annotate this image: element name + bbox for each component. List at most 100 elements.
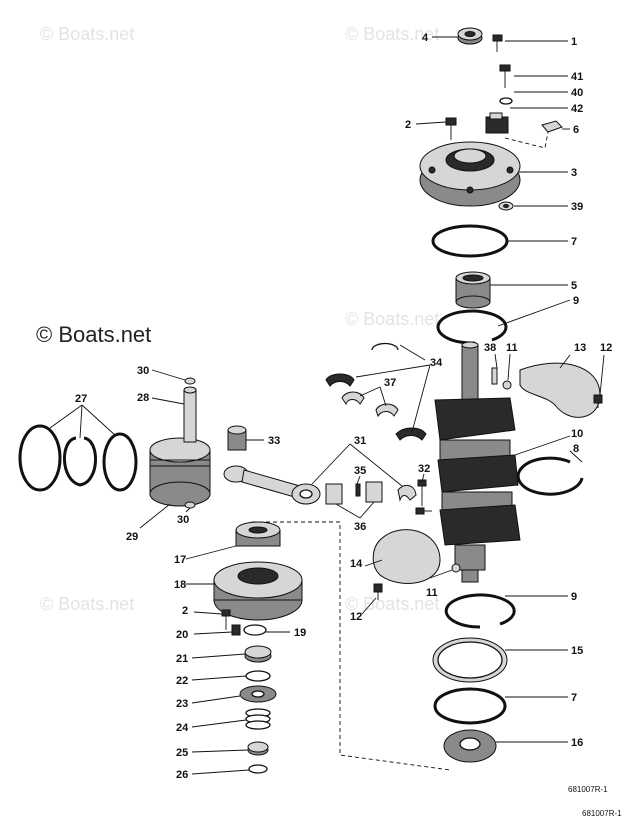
watermark-main: © Boats.net [36,322,151,347]
part-bearing-21 [244,645,272,663]
callout-24: 24 [176,722,189,734]
part-block-42 [485,112,509,134]
part-piston-29 [149,437,211,507]
callout-10: 10 [571,428,583,440]
part-clip-30-top [184,377,196,385]
part-screw-41 [499,64,511,88]
part-pin-38 [491,367,498,385]
part-screw-12-right [593,394,603,408]
watermark-faint: © Boats.net [345,24,439,44]
callout-9-bottom: 9 [571,591,577,603]
callout-3: 3 [571,167,577,179]
lower-right-group [432,593,516,763]
part-retaining-ring-9-top [436,309,508,345]
figure-code: 681007R-1 [568,785,608,794]
callout-31: 31 [354,435,366,447]
callout-2-bottom: 2 [182,605,188,617]
callout-21: 21 [176,653,188,665]
part-cage-37 [341,391,399,418]
part-clip-30-bottom [184,501,196,509]
callout-20: 20 [176,629,188,641]
callout-11-top: 11 [506,342,518,354]
part-screw-2-bottom [221,609,231,630]
crankshaft-group [372,341,603,600]
part-seal-plate-15 [432,637,508,683]
part-bearing-half-34 [325,373,355,387]
watermark-faint: © Boats.net [40,594,134,614]
callout-29: 29 [126,531,138,543]
callout-8: 8 [573,443,579,455]
part-washer-22 [245,670,271,682]
callout-34: 34 [430,357,443,369]
part-lower-housing-18 [213,561,303,621]
callout-23: 23 [176,698,188,710]
part-retaining-ring-9-bottom [444,593,516,629]
part-screw-1 [492,34,503,52]
part-wrist-pin-28 [183,386,197,443]
callout-9-top: 9 [573,295,579,307]
callout-39: 39 [571,201,583,213]
callout-33: 33 [268,435,280,447]
part-ring-19 [243,624,267,636]
callout-26: 26 [176,769,188,781]
part-ball-11-top [502,380,512,390]
callout-12-left: 12 [350,611,362,623]
callout-15: 15 [571,645,583,657]
piston-group [18,377,247,509]
part-bearing-5 [455,271,491,309]
callout-19: 19 [294,627,306,639]
callout-22: 22 [176,675,188,687]
callout-5: 5 [571,280,577,292]
callout-42: 42 [571,103,583,115]
callout-12-right: 12 [600,342,612,354]
part-snap-ring-8 [516,456,584,496]
part-bearing-17 [235,521,281,547]
part-ring-27-c [102,432,138,492]
part-counterweight-13 [519,362,601,418]
part-spring-24 [245,708,271,730]
callout-32: 32 [418,463,430,475]
part-screw-32-lower [415,507,432,515]
watermark-faint: © Boats.net [40,24,134,44]
leader-lines [49,36,605,775]
part-upper-housing-3 [419,141,521,207]
part-screw-2-top [445,117,457,140]
callout-28: 28 [137,392,149,404]
watermark-faint: © Boats.net [345,309,439,329]
lower-left-group [213,521,451,774]
callout-17: 17 [174,554,186,566]
callout-25: 25 [176,747,188,759]
watermarks: © Boats.net © Boats.net © Boats.net © Bo… [36,24,439,614]
part-nut-39 [498,201,514,211]
callout-4: 4 [422,32,429,44]
callout-7-top: 7 [571,236,577,248]
upper-housing-group [419,27,563,345]
part-seal-25 [247,741,269,756]
part-connecting-rod-31 [223,465,321,505]
part-counterweight-14 [372,529,441,584]
part-ring-27-a [18,424,62,492]
callout-14: 14 [350,558,363,570]
part-screw-32 [417,479,427,506]
rod-bearings-group [223,342,432,515]
part-clip-34-top [371,342,399,351]
part-needle-bearing-33 [227,425,247,451]
callout-7-bottom: 7 [571,692,577,704]
part-ring-27-b [63,436,97,487]
callout-13: 13 [574,342,586,354]
callout-11-bottom: 11 [426,587,438,599]
callout-2-top: 2 [405,119,411,131]
callout-27: 27 [75,393,87,405]
part-washer-23 [239,685,277,703]
callout-30-top: 30 [137,365,149,377]
part-ring-26 [248,764,268,774]
callout-35: 35 [354,465,366,477]
part-rod-cap-34 [395,427,427,441]
part-oring-7-bottom [433,687,507,725]
callout-1: 1 [571,36,577,48]
part-washer-40 [499,97,513,105]
watermark-faint: © Boats.net [345,594,439,614]
part-seal-4 [457,27,483,45]
part-bearing-36 [325,481,383,505]
